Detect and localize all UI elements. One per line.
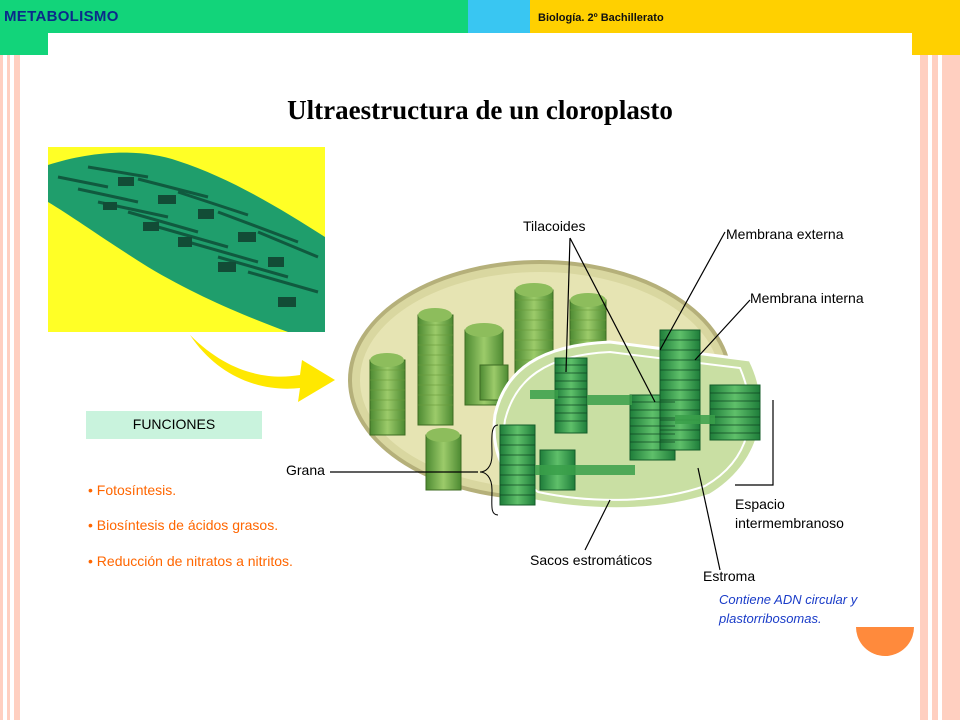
note-line: Contiene ADN circular y [719, 592, 858, 607]
section-title: METABOLISMO [4, 8, 119, 25]
chloroplast-diagram [330, 231, 774, 571]
header-bar-cyan [468, 0, 530, 33]
chloroplast-micrograph [48, 147, 325, 332]
label-intermembranoso: intermembranoso [735, 515, 844, 531]
label-tilacoides: Tilacoides [523, 218, 586, 234]
functions-heading: FUNCIONES [132, 416, 216, 432]
right-stripe [920, 55, 928, 720]
label-grana: Grana [286, 462, 325, 478]
function-item: • Biosíntesis de ácidos grasos. [88, 517, 279, 533]
label-membrana-interna: Membrana interna [750, 290, 864, 306]
function-item: • Reducción de nitratos a nitritos. [88, 553, 293, 569]
label-espacio: Espacio [735, 496, 785, 512]
label-sacos-estromaticos: Sacos estromáticos [530, 552, 653, 568]
right-stripe [932, 55, 938, 720]
functions-heading-box [86, 411, 262, 439]
yellow-arrow-icon [190, 335, 335, 402]
page-title: Ultraestructura de un cloroplasto [287, 95, 673, 125]
course-label: Biología. 2º Bachillerato [538, 12, 664, 24]
left-stripe [14, 55, 20, 720]
left-stripe [0, 55, 3, 720]
header-bar-yellow [530, 0, 960, 33]
circle-cover [856, 598, 914, 627]
note-line: plastorribosomas. [719, 611, 822, 626]
left-stripe [7, 55, 10, 720]
header-bar-green [0, 0, 468, 33]
header-tab-left [0, 33, 48, 55]
label-estroma: Estroma [703, 568, 756, 584]
note-text: Contiene ADN circular y plastorribosomas… [719, 590, 857, 628]
header-tab-right [912, 33, 960, 55]
right-stripe [942, 55, 960, 720]
label-membrana-externa: Membrana externa [726, 226, 844, 242]
function-item: • Fotosíntesis. [88, 482, 177, 498]
